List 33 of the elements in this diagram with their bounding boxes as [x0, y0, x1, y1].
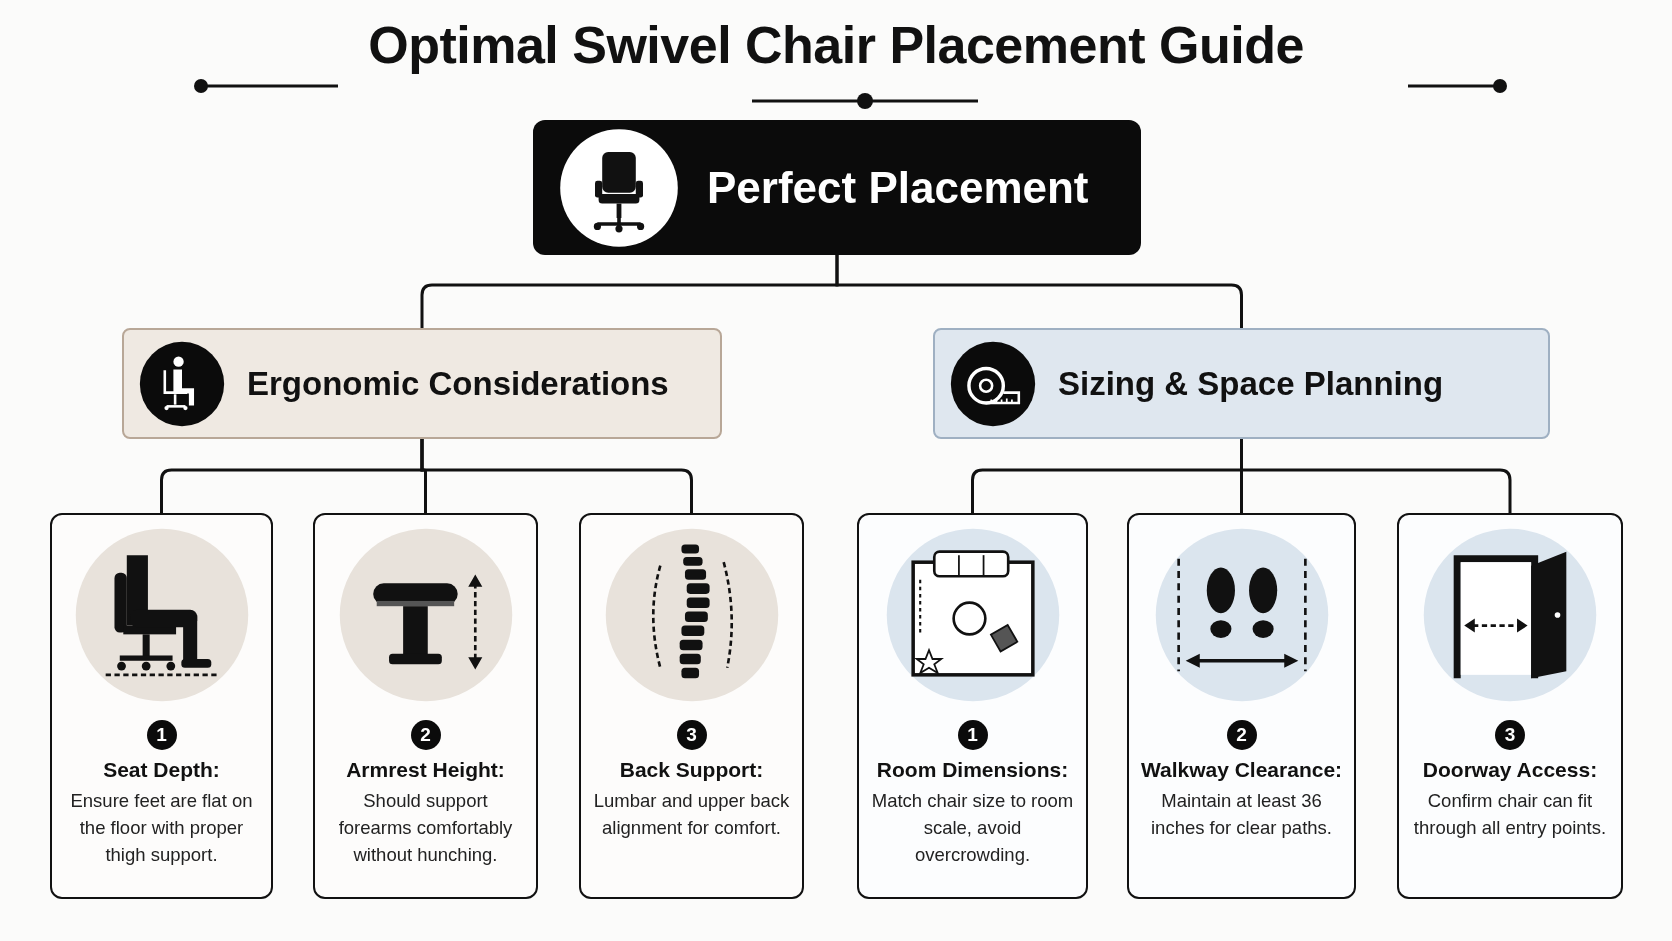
category-box — [933, 328, 1550, 439]
tip-card — [579, 513, 804, 899]
tip-heading: Walkway Clearance: — [1139, 758, 1344, 782]
tip-description: Maintain at least 36 inches for clear paths. — [1150, 789, 1333, 840]
diagram-title: Optimal Swivel Chair Placement Guide — [368, 15, 1304, 76]
tip-description: Should support forearms comfortably without hunching. — [337, 789, 514, 867]
tip-heading: Armrest Height: — [345, 758, 506, 782]
connector-line — [420, 439, 693, 513]
tip-card — [1127, 513, 1356, 899]
number-badge: 2 — [1226, 720, 1257, 750]
number-badge: 3 — [676, 720, 707, 750]
tip-heading: Seat Depth: — [102, 758, 221, 782]
tip-heading: Room Dimensions: — [875, 758, 1070, 782]
category-title: Sizing & Space Planning — [1058, 364, 1444, 403]
category-title: Ergonomic Considerations — [247, 364, 669, 403]
tip-description: Lumbar and upper back alignment for comfort. — [592, 789, 791, 840]
tip-card — [1397, 513, 1623, 899]
root-box — [533, 120, 1141, 255]
tip-description: Confirm chair can fit through all entry points. — [1412, 789, 1608, 840]
category-box — [122, 328, 722, 439]
number-badge: 2 — [410, 720, 441, 750]
number-badge: 1 — [146, 720, 177, 750]
tip-heading: Doorway Access: — [1421, 758, 1599, 782]
tip-description: Match chair size to room scale, avoid overcrowding. — [870, 789, 1075, 867]
tip-heading: Back Support: — [618, 758, 765, 782]
tip-card — [313, 513, 538, 899]
number-badge: 3 — [1495, 720, 1525, 750]
number-badge: 1 — [957, 720, 988, 750]
tip-description: Ensure feet are flat on the floor with proper thigh support. — [69, 789, 254, 867]
connector-line — [835, 255, 1243, 328]
root-title: Perfect Placement — [707, 162, 1089, 213]
tip-card — [857, 513, 1088, 899]
tip-card — [50, 513, 273, 899]
